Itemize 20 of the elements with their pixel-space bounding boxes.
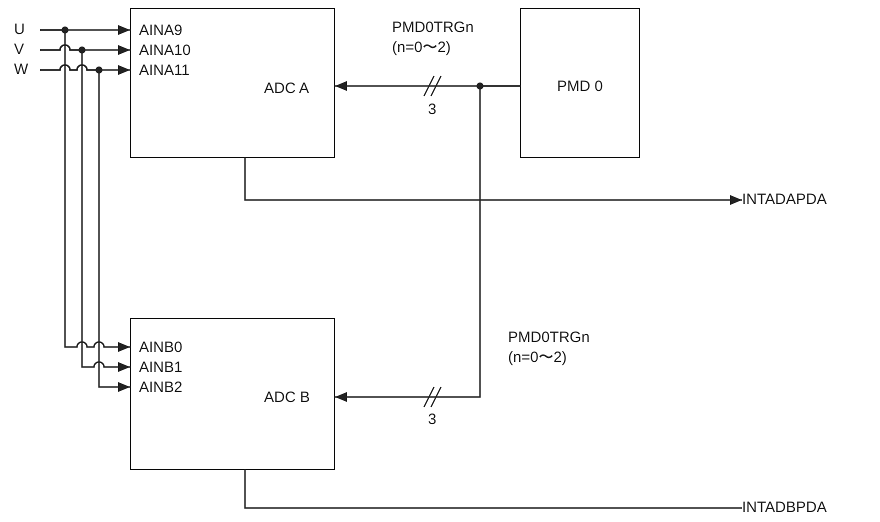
signal-label: V <box>14 41 40 59</box>
block-box <box>520 8 640 158</box>
signal-label: U <box>14 21 40 39</box>
block-title: ADC B <box>264 389 310 407</box>
arrow <box>335 85 520 402</box>
signal-label: INTADBPDA <box>742 499 852 517</box>
block-title: ADC A <box>264 80 310 98</box>
arrow <box>244 158 742 205</box>
signal-label: W <box>14 61 40 79</box>
signal-label: INTADAPDA <box>742 191 852 209</box>
block-box <box>130 318 335 470</box>
pin-label: AINA9 <box>139 22 182 40</box>
pin-label: AINB1 <box>139 359 182 377</box>
block-title: PMD 0 <box>557 78 603 96</box>
pin-label: AINA11 <box>139 62 190 80</box>
pin-label: AINA10 <box>139 42 191 60</box>
block-box <box>130 8 335 158</box>
signal-line <box>244 470 742 509</box>
pin-label: AINB2 <box>139 379 182 397</box>
pin-label: AINB0 <box>139 339 182 357</box>
